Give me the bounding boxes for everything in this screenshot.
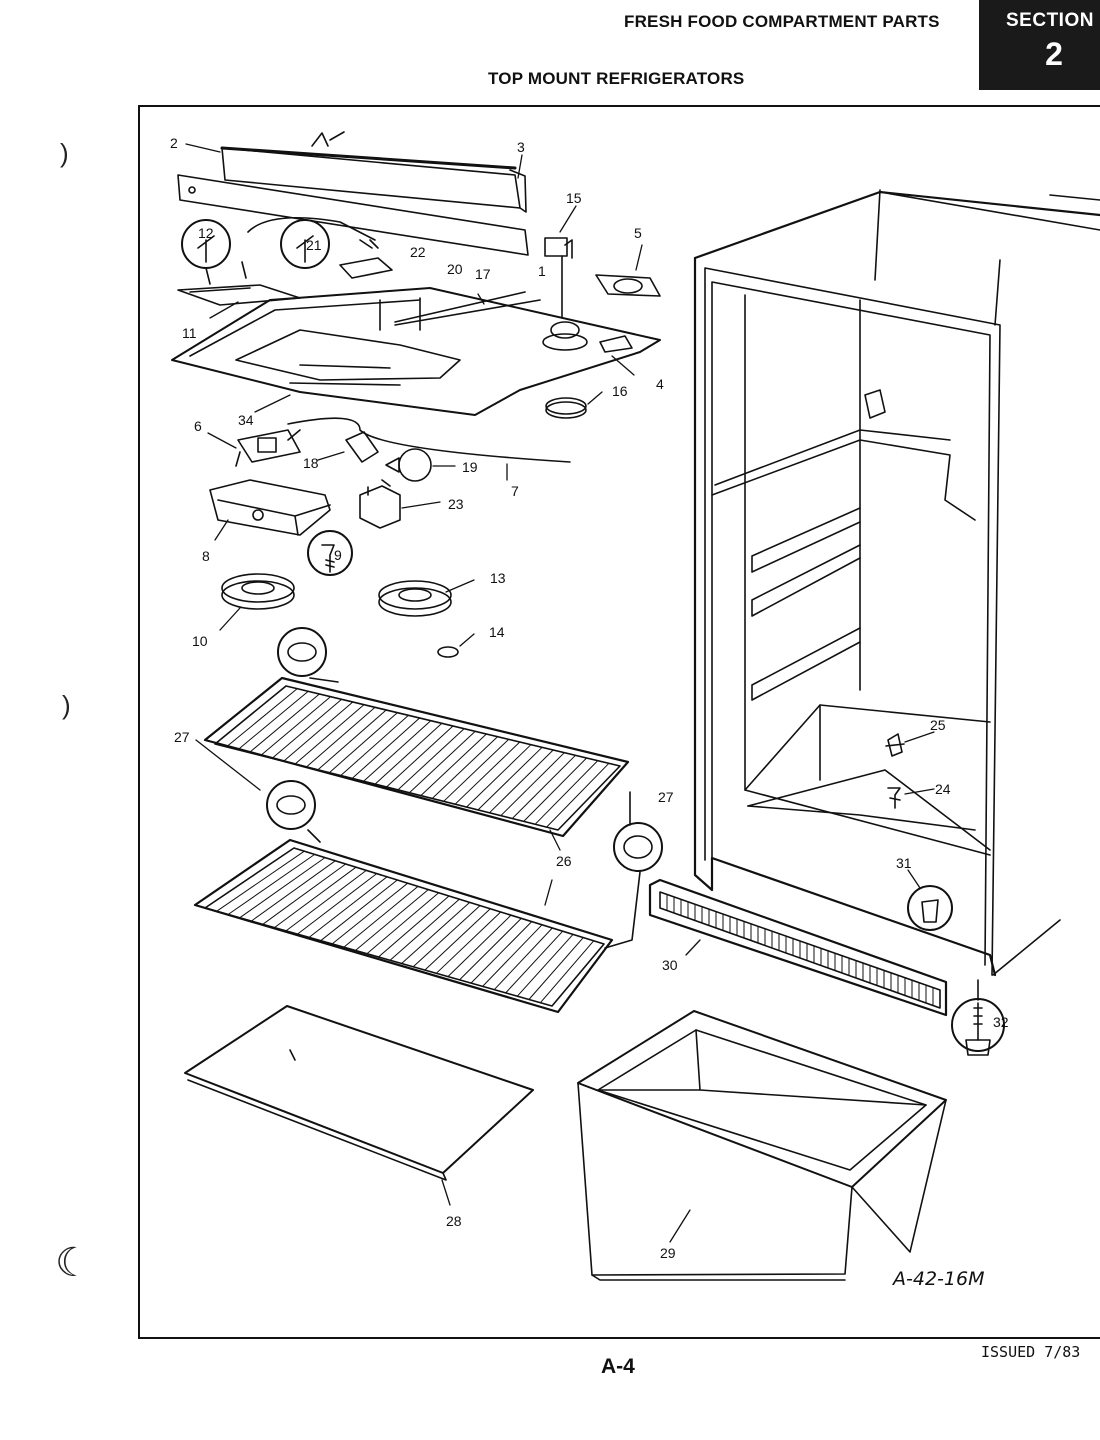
part-label-8: 8 [202,548,210,564]
callout-27-top [277,627,327,677]
part-label-5: 5 [634,225,642,241]
control-housing [171,287,661,416]
section-word: SECTION [1006,10,1094,31]
light-bulb [398,448,432,482]
part-label-25: 25 [930,717,946,733]
part-label-10: 10 [192,633,208,649]
thermostat [237,429,301,463]
part-label-32: 32 [993,1014,1009,1030]
part-label-17: 17 [475,266,491,282]
knob-10 [221,580,295,610]
part-label-28: 28 [446,1213,462,1229]
part-label-3: 3 [517,139,525,155]
callout-31 [907,885,953,931]
part-label-9: 9 [334,547,342,563]
base-grille [648,878,948,1017]
thermostat-bracket [209,479,331,536]
part-label-13: 13 [490,570,506,586]
part-label-19: 19 [462,459,478,475]
part-label-16: 16 [612,383,628,399]
part-label-18: 18 [303,455,319,471]
part-label-20: 20 [447,261,463,277]
page-header-title: FRESH FOOD COMPARTMENT PARTS [624,12,940,31]
callout-27-right [613,822,663,872]
part-label-24: 24 [935,781,951,797]
part-label-12: 12 [198,225,214,241]
lamp-socket [345,431,379,463]
part-label-6: 6 [194,418,202,434]
diagram-frame [138,105,1100,1339]
punch-hole-top: ) [60,138,69,168]
light-socket [595,274,661,297]
mounting-bracket [177,174,529,256]
insulator-plate [339,257,393,279]
part-label-31: 31 [896,855,912,871]
callout-21 [280,219,330,269]
crisper-cover [184,1005,534,1174]
part-label-29: 29 [660,1245,676,1261]
drawing-number: A-42-16M [893,1268,985,1290]
section-number: 2 [1045,36,1063,72]
part-label-34: 34 [238,412,254,428]
part-label-11: 11 [182,325,197,341]
part-label-26: 26 [556,853,572,869]
part-label-15: 15 [566,190,582,206]
callout-27-mid [266,780,316,830]
issued-date: ISSUED 7/83 [981,1343,1081,1361]
part-label-23: 23 [448,496,464,512]
punch-hole-bottom: ☾ [55,1241,91,1285]
callout-9 [307,530,353,576]
page-header-subtitle: TOP MOUNT REFRIGERATORS [488,69,745,88]
part-label-22: 22 [410,244,426,260]
punch-hole-middle: ) [62,690,71,720]
part-label-2: 2 [170,135,178,151]
section-box: SECTION 2 [979,0,1100,90]
lower-shelf [193,838,614,1014]
part-label-4: 4 [656,376,664,392]
thermostat-probe-clip [544,237,568,257]
screw-24 [887,787,901,809]
fastener-25 [885,733,905,757]
part-label-7: 7 [511,483,519,499]
damper-control [359,485,401,529]
part-label-14: 14 [489,624,505,640]
page-number: A-4 [601,1355,635,1378]
crisper-pan [577,1010,947,1281]
part-label-27-right: 27 [658,789,674,805]
part-label-1: 1 [538,263,546,279]
upper-shelf [203,676,630,838]
refrigerator-cabinet [693,189,1100,977]
knob-13 [378,587,452,617]
control-knob [545,401,587,419]
part-label-30: 30 [662,957,678,973]
part-label-27-left: 27 [174,729,190,745]
retainer-14 [437,646,459,658]
part-label-21: 21 [306,237,322,253]
